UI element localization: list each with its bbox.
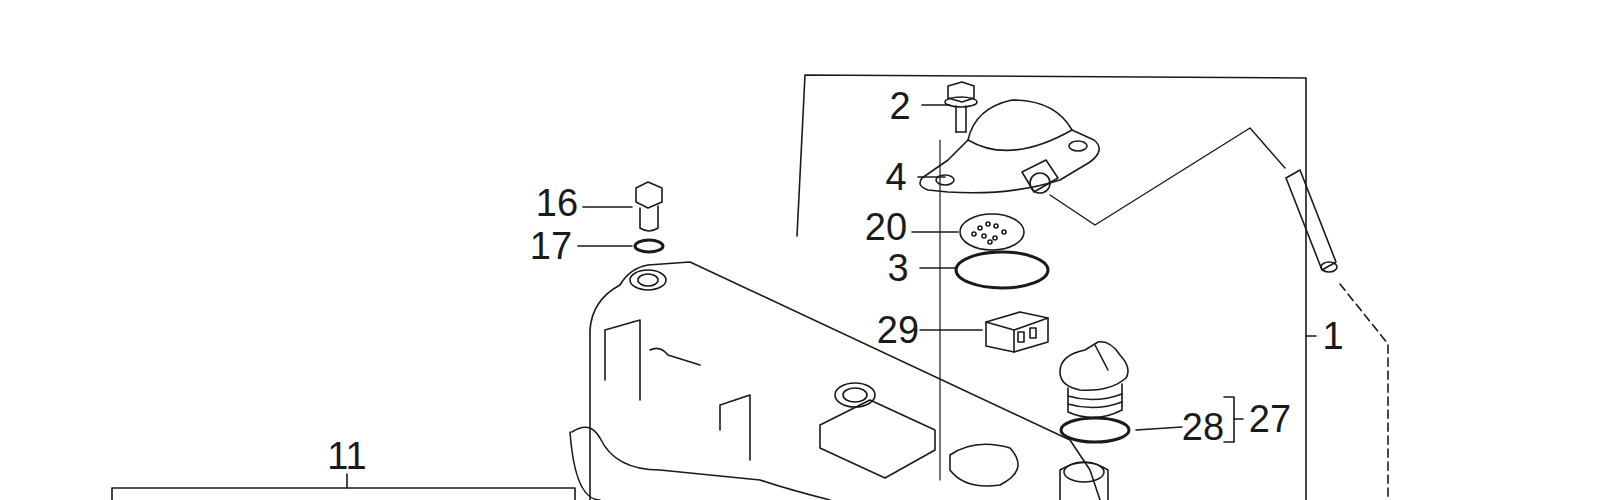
callout-number: 4 (885, 158, 906, 196)
leader-line (920, 329, 982, 331)
callout-number: 17 (530, 227, 572, 265)
breather-hose (1050, 128, 1388, 500)
leader-line (1136, 427, 1182, 430)
callout-number: 11 (327, 437, 366, 475)
callout-number: 1 (1322, 317, 1343, 355)
group-bracket (112, 488, 575, 500)
o-ring (956, 252, 1048, 288)
filter-disk (960, 214, 1024, 250)
leader-line (578, 245, 632, 247)
callout-number: 27 (1249, 400, 1291, 438)
leader-line (920, 267, 955, 269)
leader-line (912, 231, 958, 233)
group-bracket (797, 75, 1306, 500)
leader-line (1234, 418, 1243, 420)
callout-number: 16 (536, 184, 578, 222)
leader-line (346, 474, 348, 488)
callout-number: 20 (865, 208, 907, 246)
group-bracket (1224, 397, 1234, 442)
callout-number: 3 (887, 249, 908, 287)
drain-plug (636, 182, 662, 231)
callout-number: 2 (889, 87, 910, 125)
o-ring (1061, 418, 1129, 442)
valve-cover (570, 262, 1108, 500)
callout-number: 28 (1182, 408, 1224, 446)
callout-number: 29 (877, 311, 919, 349)
washer (635, 240, 663, 252)
breather-cover (920, 100, 1099, 193)
leader-line (583, 206, 632, 208)
oil-filler-cap (1060, 342, 1128, 418)
leader-line (1306, 335, 1316, 337)
baffle-block (986, 312, 1048, 352)
